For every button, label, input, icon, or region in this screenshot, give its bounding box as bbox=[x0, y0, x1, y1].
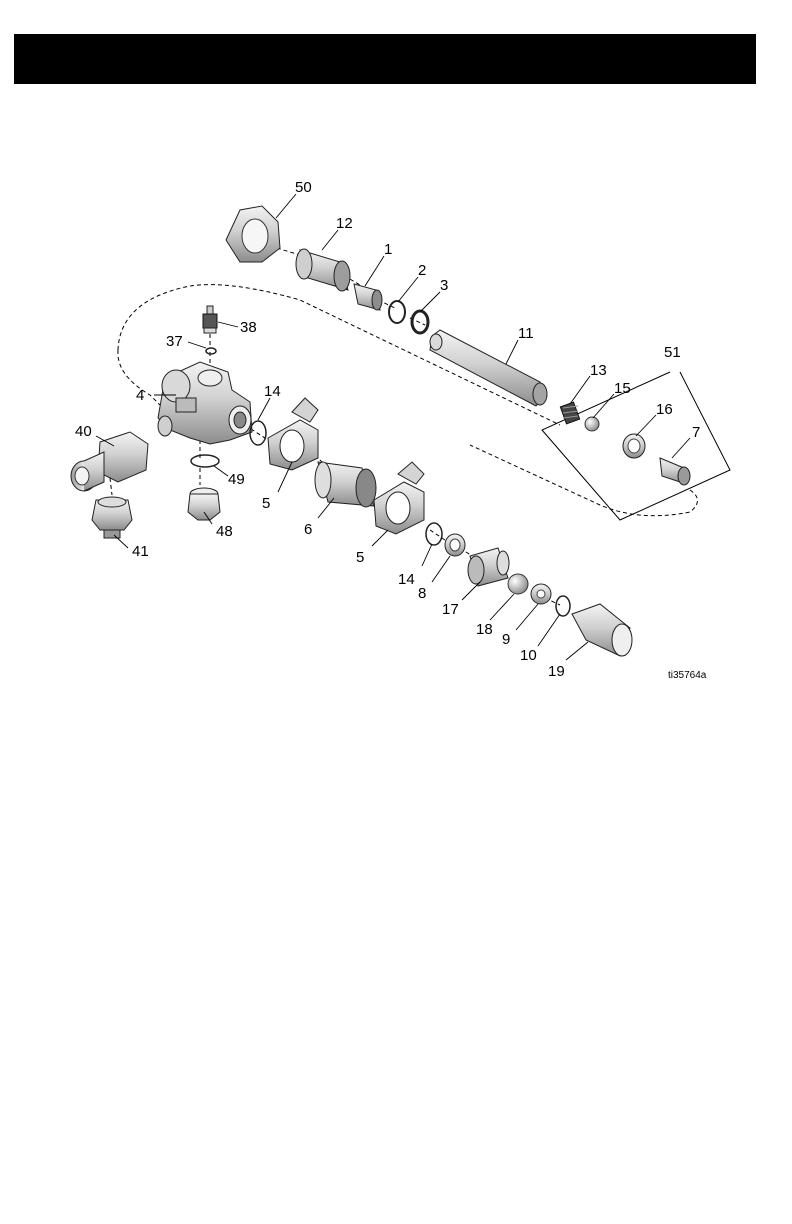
callout-51: 51 bbox=[664, 344, 681, 361]
callout-4: 4 bbox=[136, 387, 144, 404]
callout-15: 15 bbox=[614, 380, 631, 397]
callout-10: 10 bbox=[520, 647, 537, 664]
callout-13: 13 bbox=[590, 362, 607, 379]
callout-41: 41 bbox=[132, 543, 149, 560]
part-16-ring bbox=[623, 434, 645, 458]
callout-14-upper: 14 bbox=[264, 383, 281, 400]
part-12-sleeve bbox=[296, 249, 350, 291]
part-1-bushing bbox=[354, 284, 382, 310]
part-6-cylinder bbox=[315, 462, 376, 507]
part-4-manifold bbox=[158, 362, 252, 444]
callout-50: 50 bbox=[295, 179, 312, 196]
callout-8: 8 bbox=[418, 585, 426, 602]
part-5-clamp-lower bbox=[374, 462, 424, 534]
callout-49: 49 bbox=[228, 471, 245, 488]
part-38-valve bbox=[203, 306, 217, 333]
figure-reference-id: ti35764a bbox=[668, 670, 707, 681]
callout-2: 2 bbox=[418, 262, 426, 279]
callout-7: 7 bbox=[692, 424, 700, 441]
part-7-seat bbox=[660, 458, 690, 485]
part-10-ring bbox=[556, 596, 570, 616]
part-2-ring bbox=[389, 301, 405, 323]
callout-11: 11 bbox=[518, 325, 534, 342]
callout-38: 38 bbox=[240, 319, 257, 336]
callout-48: 48 bbox=[216, 523, 233, 540]
callout-37: 37 bbox=[166, 333, 183, 350]
callout-3: 3 bbox=[440, 277, 448, 294]
callout-18: 18 bbox=[476, 621, 493, 638]
part-48-plug bbox=[188, 488, 220, 520]
callout-14-lower: 14 bbox=[398, 571, 415, 588]
part-15-ball bbox=[585, 417, 599, 431]
part-49-o-ring bbox=[191, 455, 219, 467]
callout-16: 16 bbox=[656, 401, 673, 418]
callout-40: 40 bbox=[75, 423, 92, 440]
part-37-o-ring bbox=[206, 348, 216, 354]
callout-12: 12 bbox=[336, 215, 353, 232]
part-40-fitting bbox=[71, 432, 148, 491]
part-8-seal bbox=[445, 534, 465, 556]
callout-6: 6 bbox=[304, 521, 312, 538]
part-17-housing bbox=[468, 548, 509, 586]
part-14-o-ring-lower bbox=[426, 523, 442, 545]
callout-5-upper: 5 bbox=[262, 495, 270, 512]
part-50-spanner-nut bbox=[226, 206, 280, 262]
part-41-fitting bbox=[92, 497, 132, 538]
callout-1: 1 bbox=[384, 241, 392, 258]
callout-19: 19 bbox=[548, 663, 565, 680]
callout-9: 9 bbox=[502, 631, 510, 648]
part-9-seat bbox=[531, 584, 551, 604]
part-18-ball bbox=[508, 574, 528, 594]
callout-5-lower: 5 bbox=[356, 549, 364, 566]
part-5-clamp-upper bbox=[268, 398, 318, 470]
part-3-ring bbox=[412, 311, 428, 333]
callout-17: 17 bbox=[442, 601, 459, 618]
